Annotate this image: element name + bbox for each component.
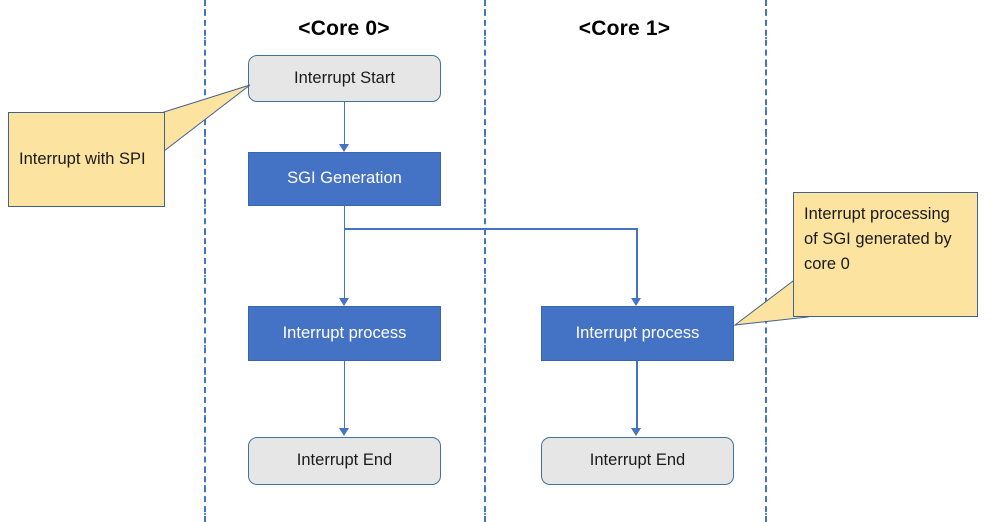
lane-divider-left	[204, 0, 206, 522]
node-interrupt-end-core0[interactable]: Interrupt End	[248, 437, 441, 485]
lane-divider-dot-pattern	[204, 0, 206, 522]
arrowhead-sgi-to-process-core0	[338, 298, 349, 306]
lane-header-core0: <Core 0>	[298, 17, 390, 40]
connector-start-to-sgi	[343, 102, 346, 145]
connector-process-to-end-core0	[343, 361, 346, 429]
arrowhead-start-to-sgi	[338, 144, 349, 152]
callout-interrupt-with-spi[interactable]: Interrupt with SPI	[8, 112, 165, 207]
callout-interrupt-processing-sgi[interactable]: Interrupt processing of SGI generated by…	[793, 192, 978, 317]
lane-header-core1: <Core 1>	[578, 17, 671, 40]
lane-divider-dot-pattern	[484, 0, 486, 522]
connector-sgi-down-core0	[343, 206, 346, 299]
node-interrupt-end-core1[interactable]: Interrupt End	[541, 437, 734, 485]
callout-left-text: Interrupt with SPI	[19, 150, 146, 169]
node-interrupt-process-core0[interactable]: Interrupt process	[248, 306, 441, 361]
node-sgi-generation[interactable]: SGI Generation	[248, 152, 441, 206]
arrowhead-process-to-end-core0	[338, 428, 349, 436]
callout-right-text: Interrupt processing of SGI generated by…	[804, 205, 952, 273]
arrowhead-process-to-end-core1	[631, 428, 642, 436]
lane-divider-right	[765, 0, 767, 522]
connector-sgi-down-core1	[636, 228, 638, 299]
node-interrupt-process-core1[interactable]: Interrupt process	[541, 306, 734, 361]
connector-process-to-end-core1	[636, 361, 638, 429]
connector-sgi-branch-horizontal	[343, 228, 638, 230]
lane-divider-middle	[484, 0, 486, 522]
arrowhead-sgi-to-process-core1	[631, 298, 642, 306]
node-interrupt-start[interactable]: Interrupt Start	[248, 55, 441, 102]
lane-divider-dot-pattern	[765, 0, 767, 522]
